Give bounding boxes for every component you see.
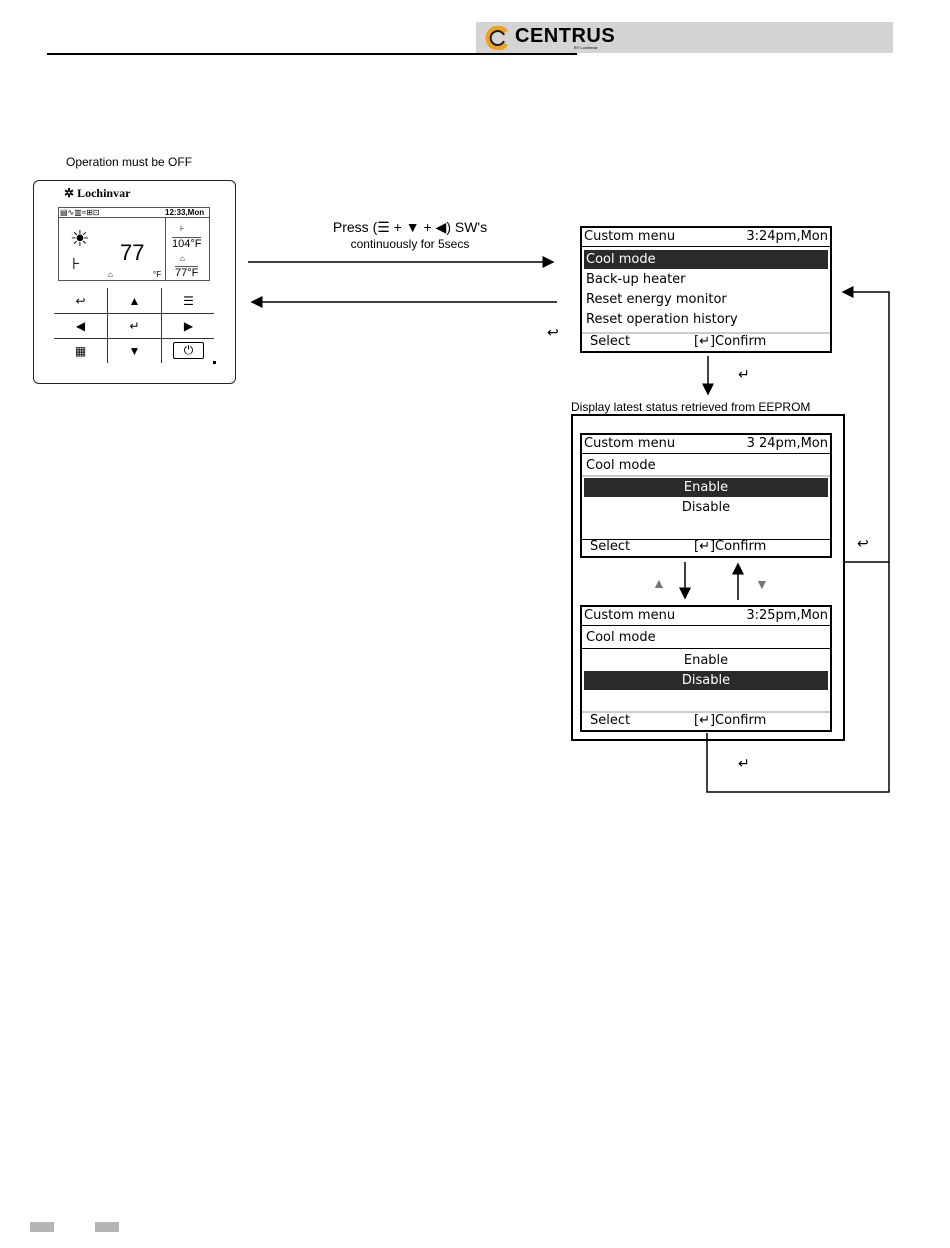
screen2-subtitle: Cool mode: [584, 456, 828, 475]
screen3-footer-select: Select: [590, 712, 630, 730]
screen1-footer-select: Select: [590, 333, 630, 351]
screen1-time: 3:24pm,Mon: [746, 228, 828, 246]
menu-item-reset-energy[interactable]: Reset energy monitor: [584, 290, 828, 309]
menu-item-cool-mode[interactable]: Cool mode: [584, 250, 828, 269]
screen3-footer-confirm: [↵]Confirm: [694, 712, 766, 730]
screen3-subtitle: Cool mode: [584, 628, 828, 647]
cool-mode-disable-screen: Custom menu 3:25pm,Mon Cool mode Enable …: [580, 605, 832, 732]
enter-icon-2: ↵: [738, 755, 750, 772]
cool-mode-enable-screen: Custom menu 3 24pm,Mon Cool mode Enable …: [580, 433, 832, 558]
screen1-title: Custom menu: [584, 228, 675, 246]
screen2-footer-confirm: [↵]Confirm: [694, 538, 766, 556]
option-disable[interactable]: Disable: [584, 498, 828, 517]
back-icon-2: ↩: [857, 535, 869, 552]
option-enable[interactable]: Enable: [584, 478, 828, 497]
screen1-footer-confirm: [↵]Confirm: [694, 333, 766, 351]
footer-marker-right: [95, 1222, 119, 1232]
footer-marker-left: [30, 1222, 54, 1232]
menu-item-reset-history[interactable]: Reset operation history: [584, 310, 828, 329]
screen2-time: 3 24pm,Mon: [747, 435, 828, 453]
eeprom-note: Display latest status retrieved from EEP…: [571, 400, 810, 414]
custom-menu-screen: Custom menu 3:24pm,Mon Cool mode Back-up…: [580, 226, 832, 353]
option-enable-3[interactable]: Enable: [584, 651, 828, 670]
enter-icon: ↵: [738, 366, 750, 383]
screen3-title: Custom menu: [584, 607, 675, 625]
back-icon: ↩: [547, 324, 559, 341]
screen3-time: 3:25pm,Mon: [746, 607, 828, 625]
screen2-footer-select: Select: [590, 538, 630, 556]
menu-item-backup-heater[interactable]: Back-up heater: [584, 270, 828, 289]
option-disable-3[interactable]: Disable: [584, 671, 828, 690]
screen2-title: Custom menu: [584, 435, 675, 453]
